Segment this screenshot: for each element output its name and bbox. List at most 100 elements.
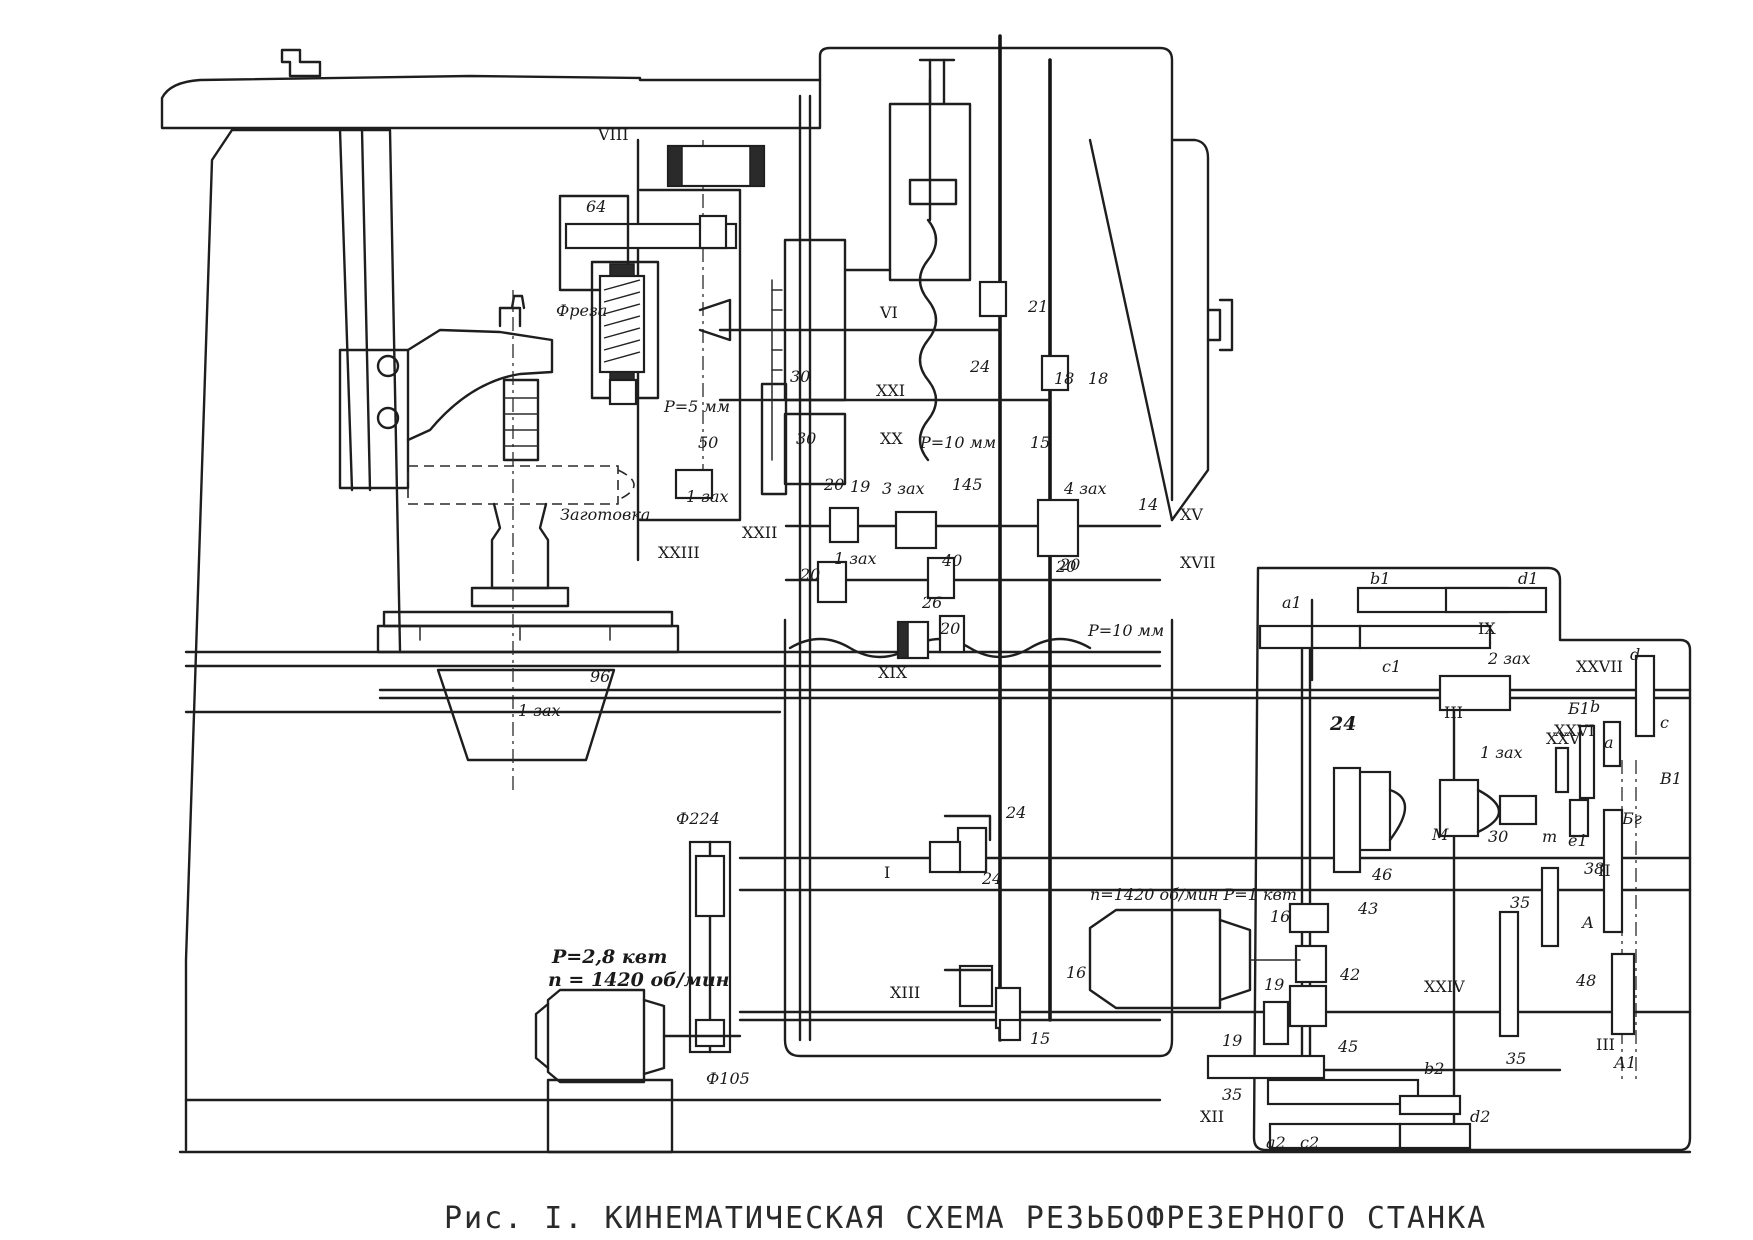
figure-caption: Рис. I. КИНЕМАТИЧЕСКАЯ СХЕМА РЕЗЬБОФРЕЗЕ… — [444, 1201, 1487, 1236]
change-gear-d2: d2 — [1470, 1107, 1490, 1126]
shaft-III: III — [1444, 703, 1463, 722]
vertical-shafts — [512, 34, 1637, 1132]
start-label-7: 1 зах — [1480, 743, 1523, 762]
shaft-XIX: XIX — [878, 663, 908, 682]
start-label-5: 4 зах — [1063, 479, 1107, 498]
cutter-head — [558, 144, 766, 522]
change-gear-c1: c1 — [1382, 657, 1401, 676]
start-label-1: 1 зах — [686, 487, 729, 506]
shaft-XXII: XXII — [742, 523, 777, 542]
feed-gearbox — [1088, 586, 1656, 1150]
gear-19b: 19 — [1222, 1031, 1242, 1050]
change-gear-a: a — [1604, 733, 1614, 752]
change-gear-b2: b2 — [1424, 1059, 1444, 1078]
gear-24a: 24 — [969, 357, 990, 376]
change-gear-c2: c2 — [1300, 1133, 1319, 1152]
gear-50: 50 — [698, 433, 718, 452]
shaft-XV: XV — [1180, 505, 1203, 524]
pitch-label-cutter: P=5 мм — [663, 397, 730, 416]
gear-20d: 20 — [939, 619, 960, 638]
shaft-II: II — [1598, 861, 1611, 880]
gear-145: 145 — [952, 475, 983, 494]
gear-18a: 18 — [1054, 369, 1074, 388]
gear-24c: 24 — [981, 869, 1002, 888]
gear-64: 64 — [586, 197, 606, 216]
gear-43: 43 — [1357, 899, 1378, 918]
shaft-VIII: VIII — [597, 125, 629, 144]
main-motor-and-belt — [534, 826, 1022, 1084]
text-labels: P=2,8 квт n = 1420 об/мин n=1420 об/мин … — [518, 125, 1682, 1152]
shaft-XII: XII — [1200, 1107, 1224, 1126]
gear-16b: 16 — [1270, 907, 1290, 926]
gear-38: 38 — [1584, 859, 1604, 878]
change-gear-B1: Б1 — [1567, 699, 1590, 718]
gear-20b: 20 — [799, 565, 820, 584]
gear-30b: 30 — [796, 429, 816, 448]
gear-30a: 30 — [790, 367, 810, 386]
shaft-XXIII: XXIII — [658, 543, 700, 562]
gear-16a: 16 — [1066, 963, 1086, 982]
gear-24d: 24 — [1329, 713, 1356, 735]
shaft-XXI: XXI — [876, 381, 905, 400]
shaft-XXIV: XXIV — [1424, 977, 1465, 996]
gear-15b: 15 — [1030, 1029, 1050, 1048]
workpiece-label: Заготовка — [560, 505, 650, 524]
change-gear-d1: d1 — [1518, 569, 1538, 588]
shaft-XXV: XXV — [1546, 729, 1581, 748]
shaft-III-lower: III — [1596, 1035, 1615, 1054]
change-gear-A1: А1 — [1613, 1053, 1636, 1072]
shaft-VI: VI — [879, 303, 898, 322]
change-gear-M: М — [1431, 825, 1449, 844]
change-gear-A: А — [1581, 913, 1594, 932]
gear-35c: 35 — [1506, 1049, 1526, 1068]
gear-20c: 20 — [1055, 557, 1076, 576]
gear-21: 21 — [1027, 297, 1048, 316]
gear-35b: 35 — [1510, 893, 1530, 912]
gear-35a: 35 — [1222, 1085, 1242, 1104]
gear-42: 42 — [1339, 965, 1360, 984]
gear-15a: 15 — [1030, 433, 1050, 452]
gear-48: 48 — [1575, 971, 1596, 990]
change-gear-b1: b1 — [1370, 569, 1390, 588]
shaft-XIII: XIII — [890, 983, 920, 1002]
motor-speed-label: n = 1420 об/мин — [548, 969, 730, 991]
start-label-4: 3 зах — [882, 479, 925, 498]
gear-18b: 18 — [1088, 369, 1108, 388]
change-gear-Bg: Бг — [1621, 809, 1642, 828]
motor2-spec-label: n=1420 об/мин P=1 квт — [1090, 885, 1297, 904]
change-gear-m: m — [1542, 827, 1557, 846]
change-gear-b: b — [1590, 697, 1600, 716]
start-label-3: 1 зах — [518, 701, 561, 720]
cutter-label: Фреза — [556, 301, 607, 320]
gear-40: 40 — [941, 551, 962, 570]
gear-30c: 30 — [1488, 827, 1508, 846]
change-gear-c: c — [1660, 713, 1669, 732]
shaft-I: I — [884, 863, 890, 882]
gear-46: 46 — [1371, 865, 1392, 884]
pulley-small-label: Ф105 — [706, 1069, 750, 1088]
gear-20a: 20 — [823, 475, 844, 494]
gear-20e: 20 — [1059, 555, 1080, 574]
pitch-label-lower: P=10 мм — [1087, 621, 1164, 640]
gear-96: 96 — [590, 667, 610, 686]
pulley-large-label: Ф224 — [676, 809, 720, 828]
change-gear-d: d — [1630, 645, 1640, 664]
change-gear-V1: В1 — [1659, 769, 1682, 788]
gear-19a: 19 — [1264, 975, 1284, 994]
shaft-XXVI: XXVI — [1554, 721, 1595, 740]
gear-24b: 24 — [1005, 803, 1026, 822]
gear-14: 14 — [1138, 495, 1158, 514]
motor-power-label: P=2,8 квт — [551, 946, 667, 968]
gear-45: 45 — [1337, 1037, 1358, 1056]
shaft-XX: XX — [880, 429, 903, 448]
start-label-6: 2 зах — [1487, 649, 1531, 668]
shaft-IX: IX — [1478, 619, 1496, 638]
start-label-2: 1 зах — [834, 549, 877, 568]
machine-frame — [160, 46, 1692, 1154]
pitch-label-upper: P=10 мм — [919, 433, 996, 452]
shaft-XXVII: XXVII — [1576, 657, 1623, 676]
shaft-XVII: XVII — [1180, 553, 1216, 572]
change-gear-e1: e1 — [1568, 831, 1588, 850]
change-gear-a2: a2 — [1266, 1133, 1286, 1152]
